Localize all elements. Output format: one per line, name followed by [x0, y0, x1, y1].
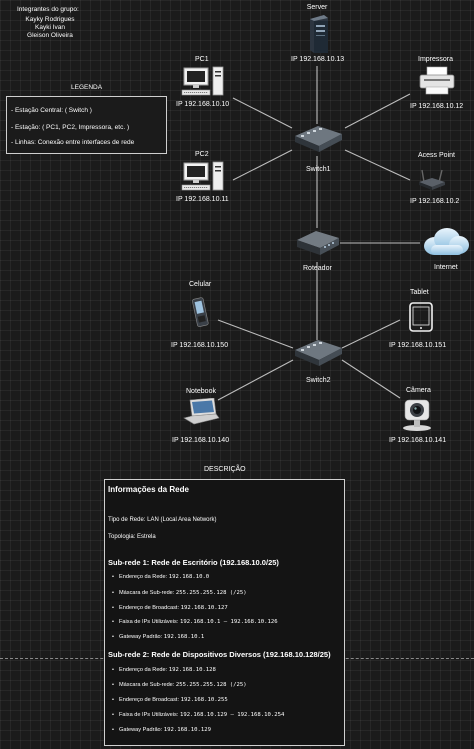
- phone-icon: [192, 297, 209, 327]
- link-camera-switch2: [341, 359, 401, 399]
- topology-value: Estrela: [137, 534, 156, 540]
- item-value: 192.168.10.255: [180, 697, 228, 703]
- switch2-icon: [295, 340, 342, 366]
- item-value: 255.255.255.128 (/25): [175, 590, 247, 596]
- group-member: Kayki Ivan: [35, 24, 65, 31]
- router-icon: [297, 231, 339, 255]
- topology-label: Topologia:: [108, 534, 136, 540]
- item-label: Gateway Padrão:: [119, 634, 163, 640]
- camera-icon: [403, 399, 431, 431]
- item-value: 192.168.10.0: [168, 574, 210, 580]
- item-label: Faixa de IPs Utilizáveis:: [119, 619, 179, 625]
- network-type-label: Tipo de Rede:: [108, 517, 146, 523]
- camera-ip: IP 192.168.10.141: [389, 437, 447, 444]
- printer-label: Impressora: [418, 56, 454, 63]
- subnet2-item: Endereço da Rede: 192.168.10.128: [112, 667, 216, 673]
- item-value: 192.168.10.1 – 192.168.10.126: [179, 619, 278, 625]
- item-value: 255.255.255.128 (/25): [175, 682, 247, 688]
- group-title: Integrantes do grupo:: [17, 6, 79, 13]
- server-icon: [310, 15, 328, 53]
- info-title: Informações da Rede: [108, 485, 189, 494]
- topology: Topologia: Estrela: [108, 534, 156, 540]
- router-label: Roteador: [303, 265, 332, 272]
- notebook-label: Notebook: [186, 388, 216, 395]
- subnet2-item: Máscara de Sub-rede: 255.255.255.128 (/2…: [112, 682, 247, 688]
- pc1-ip: IP 192.168.10.10: [176, 101, 230, 108]
- pc2-icon: [181, 161, 224, 191]
- pc1-icon: [181, 66, 224, 96]
- pc2-label: PC2: [195, 151, 209, 158]
- item-value: 192.168.10.128: [168, 667, 216, 673]
- item-value: 192.168.10.1: [163, 634, 205, 640]
- network-type-value: LAN (Local Area Network): [147, 517, 217, 523]
- camera-label: Câmera: [406, 387, 431, 394]
- tablet-ip: IP 192.168.10.151: [389, 342, 447, 349]
- switch1-label: Switch1: [306, 166, 331, 173]
- link-printer-switch1: [344, 93, 411, 129]
- notebook-ip: IP 192.168.10.140: [172, 437, 230, 444]
- subnet1-item: Gateway Padrão: 192.168.10.1: [112, 634, 205, 640]
- item-label: Endereço de Broadcast:: [119, 605, 180, 611]
- subnet1-item: Endereço da Rede: 192.168.10.0: [112, 574, 210, 580]
- item-label: Máscara de Sub-rede:: [119, 590, 175, 596]
- item-label: Gateway Padrão:: [119, 727, 163, 733]
- group-member: Kayky Rodrigues: [25, 16, 75, 23]
- tablet-label: Tablet: [410, 289, 429, 296]
- ap-label: Acess Point: [418, 152, 455, 159]
- subnet2-item: Gateway Padrão: 192.168.10.129: [112, 727, 211, 733]
- item-label: Endereço da Rede:: [119, 667, 168, 673]
- pc1-label: PC1: [195, 56, 209, 63]
- tablet-icon: [409, 302, 433, 332]
- legend-item: - Estação Central: ( Switch ): [11, 107, 92, 114]
- item-value: 192.168.10.129 – 192.168.10.254: [179, 712, 285, 718]
- subnet2-title: Sub-rede 2: Rede de Dispositivos Diverso…: [108, 650, 331, 659]
- network-info-panel: Informações da Rede Tipo de Rede: LAN (L…: [104, 479, 345, 746]
- group-member: Gleison Oliveira: [27, 32, 73, 39]
- server-label: Server: [306, 4, 328, 11]
- internet-label: Internet: [434, 264, 458, 271]
- switch1-icon: [295, 126, 342, 152]
- item-value: 192.168.10.129: [163, 727, 211, 733]
- switch2-label: Switch2: [306, 377, 331, 384]
- ap-ip: IP 192.168.10.2: [410, 198, 460, 205]
- legend-item: - Estação: ( PC1, PC2, Impressora, etc. …: [11, 124, 130, 131]
- item-label: Faixa de IPs Utilizáveis:: [119, 712, 179, 718]
- legend-item: - Linhas: Conexão entre interfaces de re…: [11, 139, 135, 146]
- access-point-icon: [419, 169, 445, 190]
- item-label: Máscara de Sub-rede:: [119, 682, 175, 688]
- subnet2-item: Faixa de IPs Utilizáveis: 192.168.10.129…: [112, 712, 285, 718]
- item-value: 192.168.10.127: [180, 605, 228, 611]
- phone-label: Celular: [189, 281, 212, 288]
- description-title: DESCRIÇÃO: [204, 466, 246, 473]
- link-pc2-switch1: [232, 149, 293, 181]
- phone-ip: IP 192.168.10.150: [171, 342, 229, 349]
- subnet2-item: Endereço de Broadcast: 192.168.10.255: [112, 697, 228, 703]
- network-type: Tipo de Rede: LAN (Local Area Network): [108, 517, 217, 523]
- item-label: Endereço da Rede:: [119, 574, 168, 580]
- legend-title: LEGENDA: [71, 84, 103, 91]
- cloud-icon: [424, 228, 469, 255]
- printer-icon: [419, 66, 455, 95]
- server-ip: IP 192.168.10.13: [291, 56, 345, 63]
- link-pc1-switch1: [232, 97, 293, 129]
- subnet1-title: Sub-rede 1: Rede de Escritório (192.168.…: [108, 558, 279, 567]
- link-tablet-switch2: [341, 319, 401, 349]
- subnet1-item: Faixa de IPs Utilizáveis: 192.168.10.1 –…: [112, 619, 278, 625]
- link-ap-switch1: [344, 149, 411, 181]
- link-phone-switch2: [217, 319, 294, 349]
- subnet1-item: Máscara de Sub-rede: 255.255.255.128 (/2…: [112, 590, 247, 596]
- link-notebook-switch2: [217, 359, 294, 401]
- printer-ip: IP 192.168.10.12: [410, 103, 464, 110]
- pc2-ip: IP 192.168.10.11: [176, 196, 229, 203]
- legend-box: - Estação Central: ( Switch ) - Estação:…: [6, 96, 167, 154]
- subnet1-item: Endereço de Broadcast: 192.168.10.127: [112, 605, 228, 611]
- item-label: Endereço de Broadcast:: [119, 697, 180, 703]
- notebook-icon: [183, 398, 220, 425]
